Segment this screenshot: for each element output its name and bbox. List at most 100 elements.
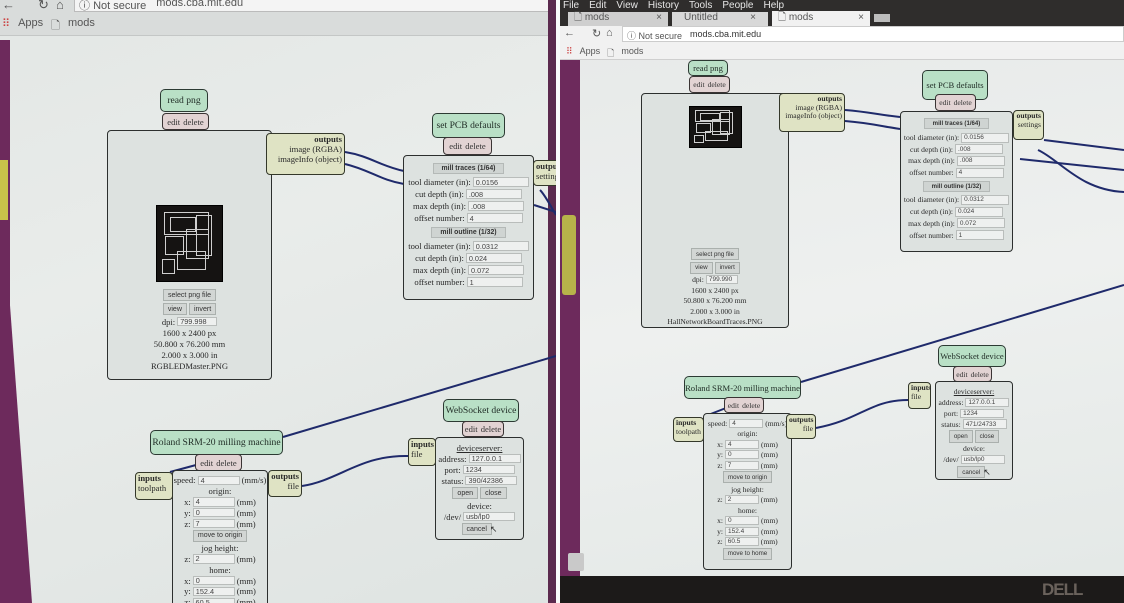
menu-view[interactable]: View — [616, 0, 638, 11]
field-input[interactable]: 152.4 — [725, 526, 760, 536]
select-png-file-button[interactable]: select png file — [162, 288, 217, 302]
field-input[interactable]: 2 — [724, 495, 759, 505]
module-title[interactable]: Roland SRM-20 milling machine — [150, 430, 283, 455]
delete-button[interactable]: delete — [465, 141, 486, 151]
close-tab-icon[interactable]: × — [656, 12, 662, 23]
field-input[interactable]: 4 — [729, 418, 764, 428]
field-input[interactable]: 4 — [197, 475, 240, 486]
edit-button[interactable]: edit — [939, 98, 951, 107]
menu-history[interactable]: History — [647, 0, 679, 11]
trash-icon[interactable] — [568, 553, 584, 571]
tab-mods-active[interactable]: 🗋 mods× — [772, 11, 870, 26]
delete-button[interactable]: delete — [216, 457, 237, 468]
field-input[interactable]: 0.0156 — [472, 176, 529, 188]
bookmark-mods[interactable]: mods — [68, 17, 95, 29]
move-to-origin-button[interactable]: move to origin — [722, 471, 773, 484]
edit-button[interactable]: edit — [464, 424, 478, 434]
field-input[interactable]: .008 — [465, 188, 522, 200]
reload-icon[interactable]: ↻ — [592, 28, 602, 40]
edit-button[interactable]: edit — [167, 116, 181, 127]
field-input[interactable]: 7 — [192, 518, 235, 529]
field-input[interactable]: .008 — [955, 144, 1004, 155]
open-button[interactable]: open — [452, 486, 479, 500]
field-input[interactable]: usb/lp0 — [463, 511, 516, 522]
address-bar[interactable]: ⓘ Not secure mods.cba.mit.edu — [622, 26, 1124, 42]
close-tab-icon[interactable]: × — [750, 12, 756, 23]
bookmark-apps[interactable]: Apps — [18, 17, 44, 29]
section-heading[interactable]: mill outline (1/32) — [431, 226, 506, 238]
invert-button[interactable]: invert — [188, 302, 217, 316]
bookmark-mods[interactable]: mods — [621, 46, 644, 56]
field-input[interactable]: 0 — [725, 450, 760, 460]
security-indicator[interactable]: ⓘ Not secure — [627, 31, 683, 41]
field-input[interactable]: 7 — [724, 460, 759, 470]
edit-button[interactable]: edit — [449, 141, 463, 151]
field-input[interactable]: 1 — [955, 230, 1004, 241]
home-icon[interactable]: ⌂ — [56, 0, 64, 12]
section-heading[interactable]: mill traces (1/64) — [432, 162, 505, 174]
back-icon[interactable]: ← — [564, 27, 575, 39]
module-title[interactable]: read png — [688, 60, 728, 76]
field-input[interactable]: .008 — [956, 155, 1005, 166]
delete-button[interactable]: delete — [480, 424, 502, 434]
field-input[interactable]: 390/42386 — [465, 475, 518, 486]
field-input[interactable]: 0 — [192, 508, 235, 518]
edit-button[interactable]: edit — [200, 457, 214, 468]
delete-button[interactable]: delete — [707, 80, 726, 89]
cancel-button[interactable]: cancel — [957, 465, 986, 479]
view-button[interactable]: view — [690, 261, 713, 274]
edit-button[interactable]: edit — [727, 400, 740, 410]
field-input[interactable]: 0 — [192, 575, 235, 586]
menu-help[interactable]: Help — [763, 0, 785, 11]
reload-icon[interactable]: ↻ — [38, 0, 49, 12]
launcher-icon[interactable] — [562, 215, 576, 295]
new-tab-button[interactable] — [874, 14, 890, 22]
field-input[interactable]: 0.024 — [955, 206, 1004, 217]
module-title[interactable]: Roland SRM-20 milling machine — [684, 376, 801, 399]
launcher-icon[interactable] — [0, 160, 8, 220]
move-to-origin-button[interactable]: move to origin — [192, 529, 248, 543]
section-heading[interactable]: mill traces (1/64) — [923, 118, 990, 130]
field-input[interactable]: 60.5 — [724, 537, 759, 547]
section-heading[interactable]: mill outline (1/32) — [922, 180, 991, 192]
cancel-button[interactable]: cancel — [461, 522, 492, 536]
move-to-home-button[interactable]: move to home — [722, 547, 773, 560]
address-bar[interactable]: ⓘ Not secure mods.cba.mit.edu — [74, 0, 556, 12]
menu-people[interactable]: People — [722, 0, 754, 11]
security-indicator[interactable]: ⓘ Not secure — [79, 0, 147, 12]
field-input[interactable]: 1234 — [960, 408, 1005, 418]
module-title[interactable]: set PCB defaults — [432, 113, 505, 138]
module-title[interactable]: read png — [160, 89, 208, 112]
edit-button[interactable]: edit — [956, 369, 968, 379]
delete-button[interactable]: delete — [742, 400, 761, 410]
field-input[interactable]: 0.024 — [465, 252, 522, 264]
field-input[interactable]: 1234 — [462, 464, 515, 475]
field-input[interactable]: 0.072 — [956, 218, 1005, 229]
field-input[interactable]: 2 — [192, 554, 235, 564]
field-input[interactable]: 4 — [192, 497, 235, 507]
menu-tools[interactable]: Tools — [688, 0, 713, 11]
close-button[interactable]: close — [974, 430, 1000, 443]
delete-button[interactable]: delete — [970, 369, 989, 379]
field-input[interactable]: 0.0312 — [961, 194, 1010, 205]
deviceserver-link[interactable]: deviceserver: — [953, 386, 995, 396]
view-button[interactable]: view — [162, 302, 187, 316]
open-button[interactable]: open — [948, 430, 973, 443]
module-title[interactable]: WebSocket device — [938, 345, 1006, 367]
field-input[interactable]: 0.0156 — [961, 132, 1010, 143]
field-input[interactable]: 127.0.0.1 — [965, 397, 1010, 408]
menu-edit[interactable]: Edit — [589, 0, 607, 11]
field-input[interactable]: 127.0.0.1 — [468, 453, 521, 464]
field-input[interactable]: 0 — [725, 516, 760, 526]
edit-button[interactable]: edit — [693, 80, 705, 89]
field-input[interactable]: 152.4 — [192, 586, 235, 596]
bookmark-apps[interactable]: Apps — [579, 46, 601, 56]
field-input[interactable]: 4 — [466, 212, 523, 224]
